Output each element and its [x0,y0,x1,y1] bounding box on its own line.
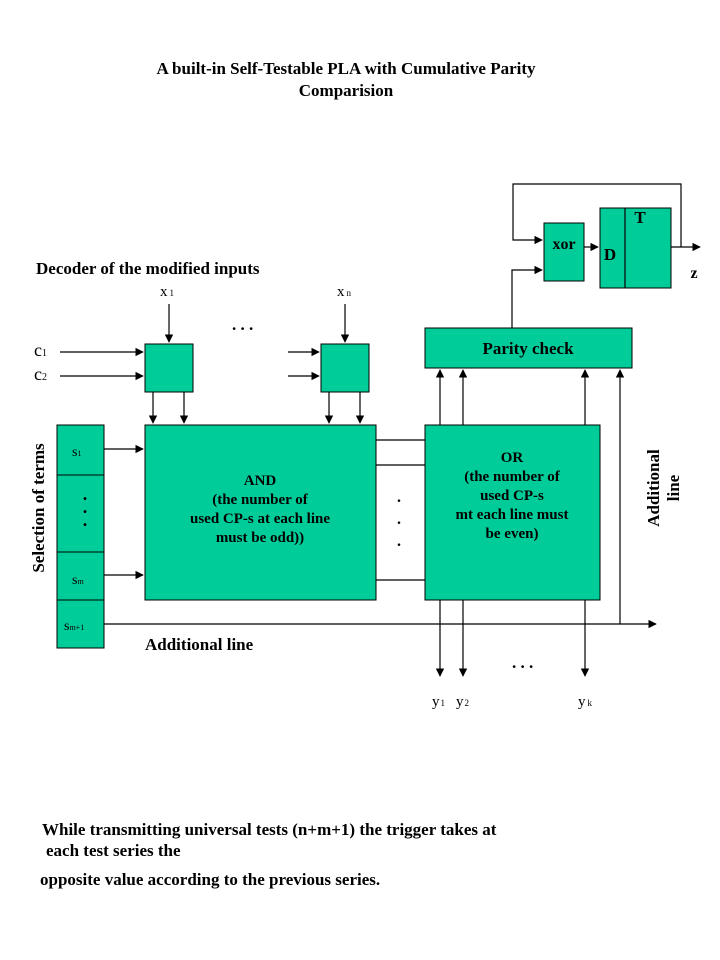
and-or-dot-1: . [397,489,401,506]
footer-line-2: each test series the [46,841,181,860]
footer-line-3: opposite value according to the previous… [40,870,381,889]
output-ellipsis: . . . [512,653,533,672]
and-line-2: (the number of [212,492,309,508]
decoder-ellipsis: . . . [232,315,253,334]
and-or-dot-3: . [397,533,401,550]
or-line-4: mt each line must [456,507,569,523]
c1-label: c1 [34,340,47,360]
selection-cell-sm [56,551,105,601]
selection-cell-sm1 [56,599,105,649]
additional-vertical-label-1: Additional [644,449,663,527]
parity-xor-wire [511,265,543,328]
or-line-3: used CP-s [480,488,544,504]
sm-label: sm [72,573,84,588]
decoder-cell-n [320,343,370,393]
decoder-label: Decoder of the modified inputs [36,259,260,278]
and-block [144,424,377,601]
c2-label: c2 [34,364,47,384]
title-line-1: A built-in Self-Testable PLA with Cumula… [156,59,536,78]
or-line-5: be even) [486,526,539,542]
selection-cell-dots [56,474,105,553]
and-line-3: used CP-s at each line [190,511,330,527]
parity-check-block [424,327,633,369]
trigger-block [599,207,672,289]
parity-check-label: Parity check [482,339,574,358]
additional-line-label: Additional line [145,635,254,654]
decoder-cell-1 [144,343,194,393]
and-line-1: AND [244,473,277,489]
z-label: z [690,265,697,282]
feedback-wire [512,183,682,247]
or-line-1: OR [501,450,524,466]
title-line-2: Comparision [298,81,394,100]
or-line-2: (the number of [464,469,561,485]
sm1-label: sm+1 [64,619,84,634]
or-block [424,424,601,601]
t-label: T [634,208,646,227]
additional-vertical-label-2: line [664,474,683,501]
xor-block [543,222,585,282]
d-label: D [604,245,616,264]
s-dot-3: . [83,510,88,530]
and-or-dot-2: . [397,511,401,528]
xor-label: xor [552,236,575,253]
s-dot-2: . [83,497,88,517]
diagram-title: A built-in Self-Testable PLA with Cumula… [60,58,632,102]
footer-line-1: While transmitting universal tests (n+m+… [42,820,497,839]
y1-label: y1 [432,694,445,710]
y2-label: y2 [456,694,469,710]
and-line-4: must be odd)) [216,530,304,546]
selection-label: Selection of terms [29,443,48,573]
s1-label: s1 [72,445,81,460]
s-dot-1: . [83,484,88,504]
